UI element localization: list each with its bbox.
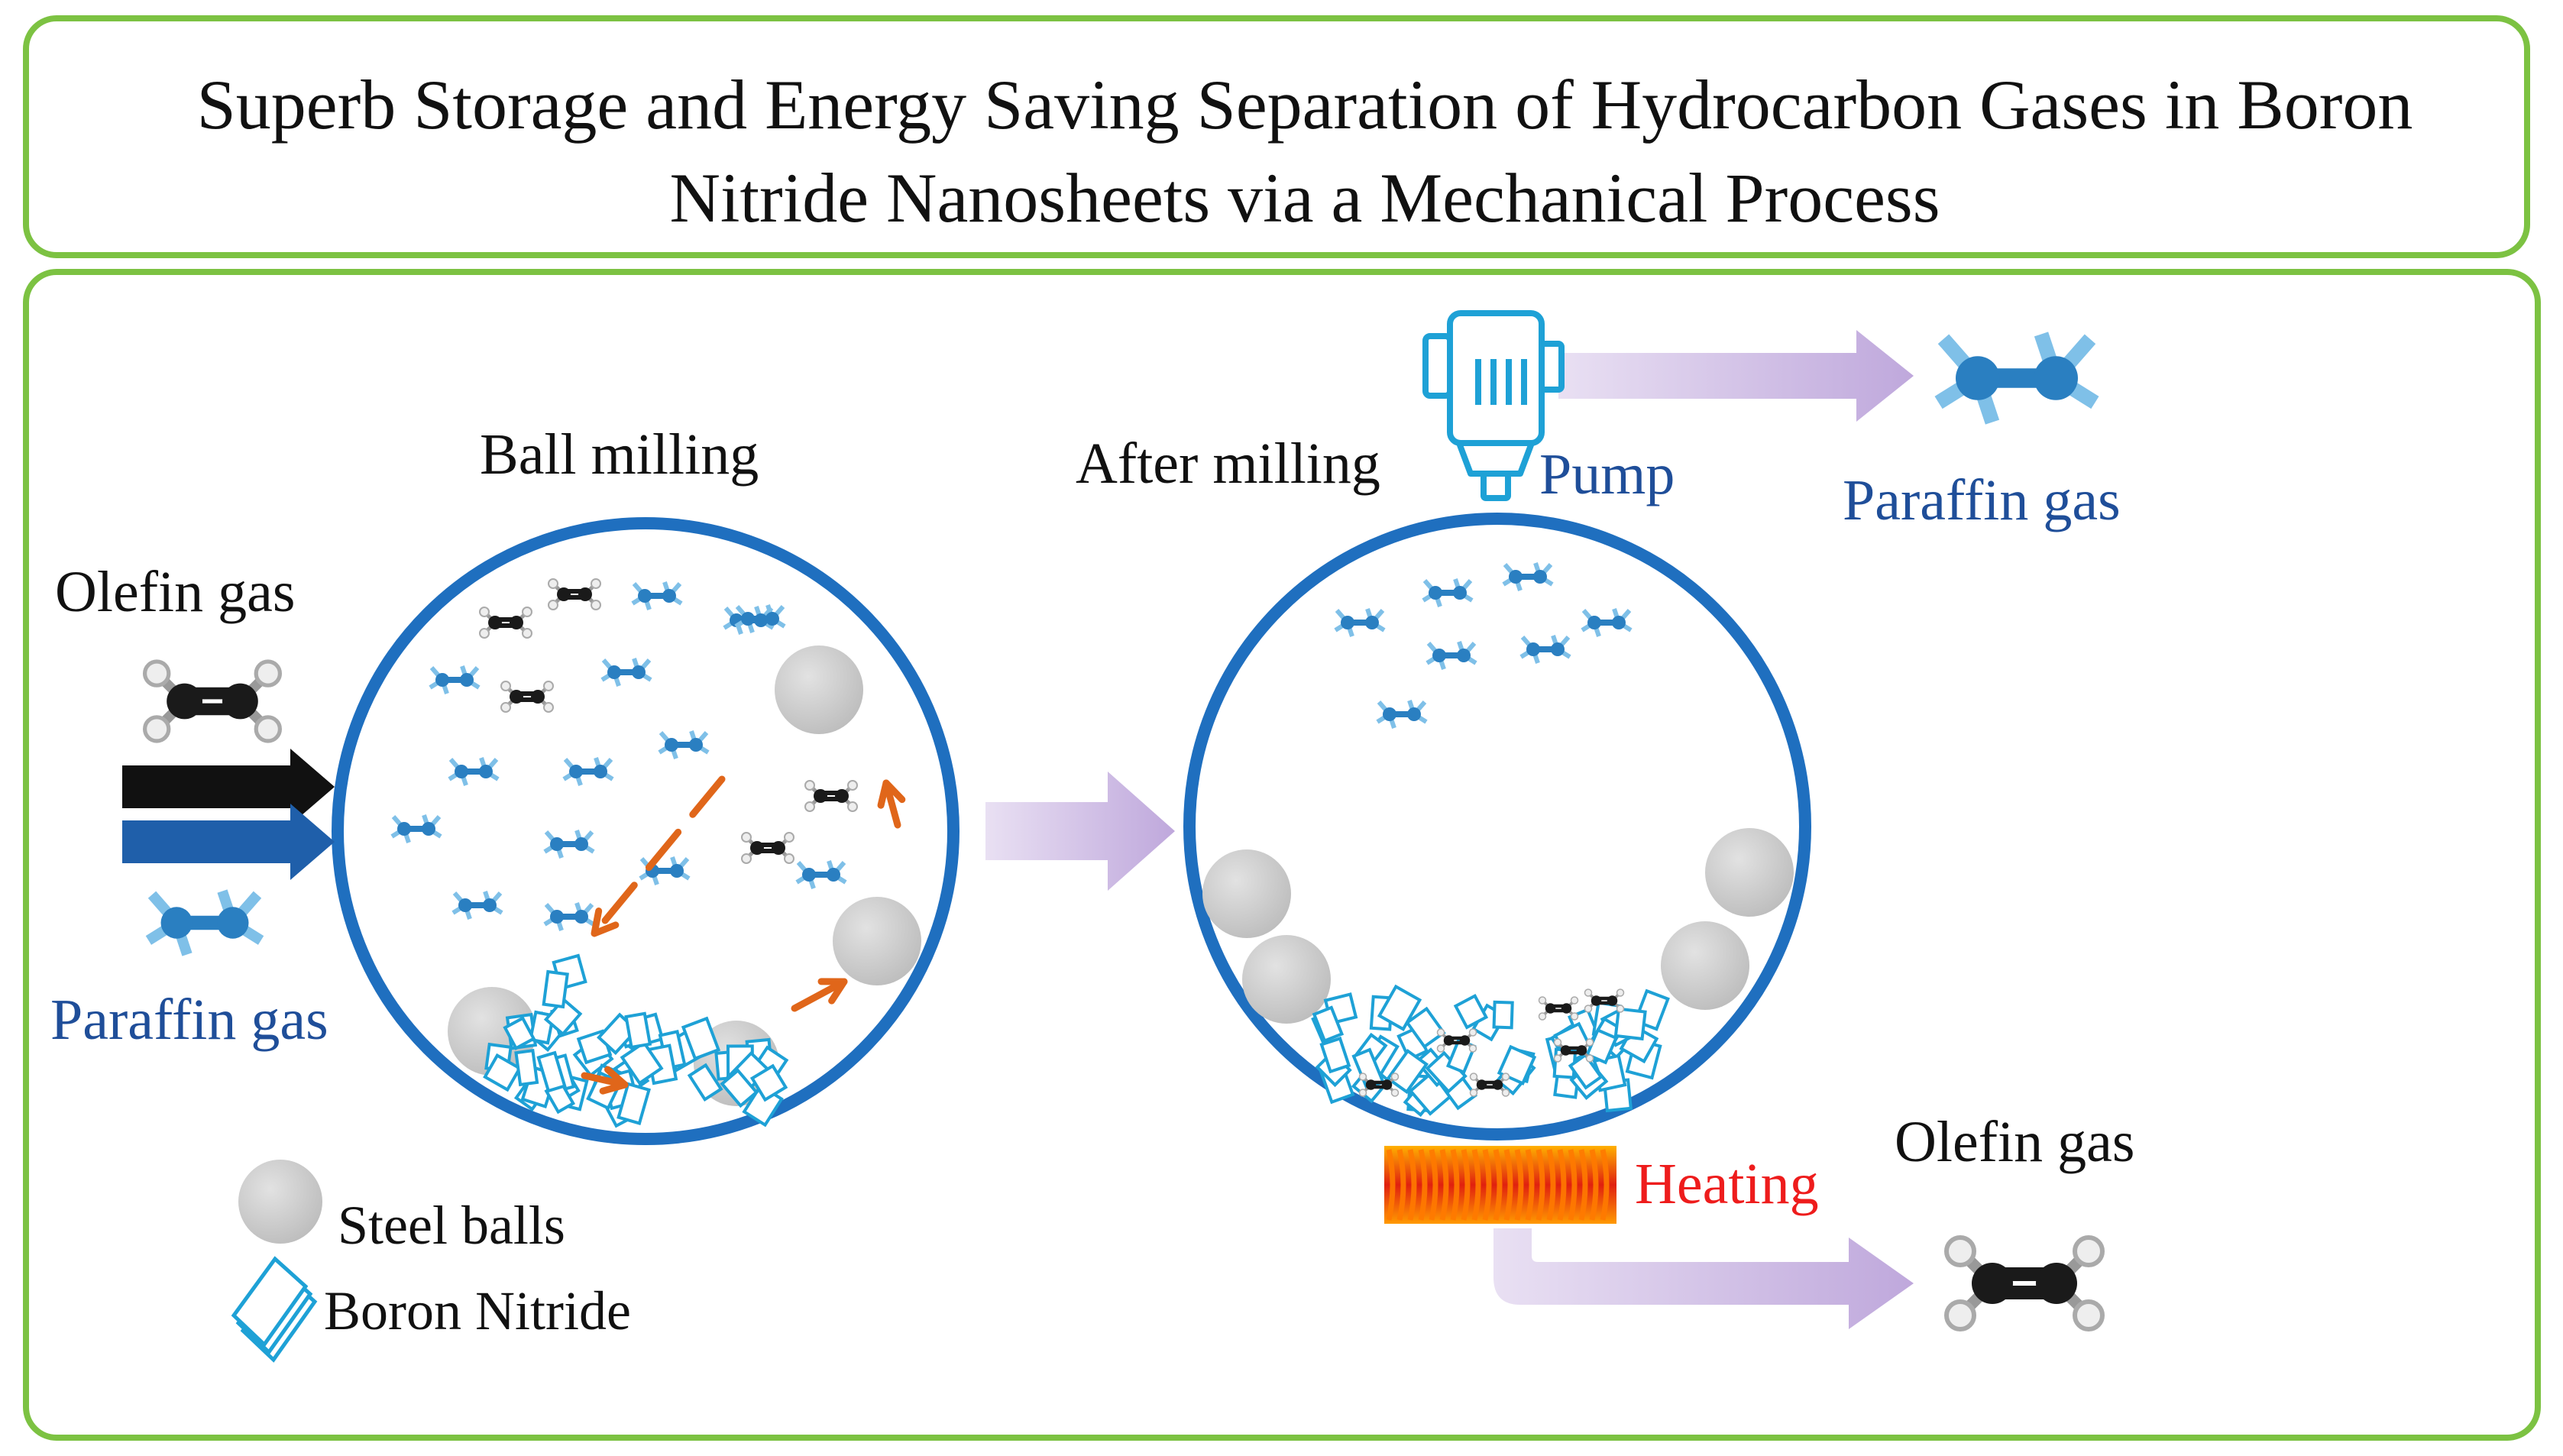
olefin-molecule [1553, 1038, 1594, 1063]
title-line-2: Nitride Nanosheets via a Mechanical Proc… [669, 159, 1940, 237]
boron-nitride-sheet [749, 1063, 788, 1102]
boron-nitride-sheet [483, 1053, 522, 1092]
olefin-molecule [1469, 1073, 1510, 1097]
paraffin-molecule [795, 860, 847, 889]
steel-ball [775, 645, 863, 734]
boron-nitride-sheet [514, 1048, 539, 1087]
olefin-molecule [1358, 1073, 1400, 1097]
paraffin-molecule [390, 814, 442, 843]
pump-label: Pump [1539, 442, 1675, 506]
boron-nitride-sheet [1386, 1048, 1429, 1095]
paraffin-molecule [631, 581, 683, 610]
ball-milling-vessel [332, 517, 960, 1145]
paraffin-molecule [1334, 608, 1386, 637]
paraffin-molecule [1581, 608, 1633, 637]
legend-boron-nitride-icon [231, 1256, 318, 1363]
transfer-arrow [985, 772, 1175, 891]
motion-arrow [591, 775, 726, 937]
paraffin-molecule [600, 658, 652, 687]
boron-nitride-sheet [624, 1011, 652, 1050]
olefin-in-label: Olefin gas [55, 560, 295, 624]
pump-icon [1422, 310, 1565, 501]
boron-nitride-sheet [503, 1016, 536, 1050]
paraffin-molecule [562, 757, 614, 786]
olefin-feed-arrow [122, 749, 335, 825]
title-line-1: Superb Storage and Energy Saving Separat… [196, 66, 2413, 144]
steel-ball [1661, 921, 1749, 1010]
legend-steel-ball-icon [238, 1160, 322, 1244]
title: Superb Storage and Energy Saving Separat… [75, 58, 2535, 244]
paraffin-molecule [639, 856, 691, 885]
boron-nitride-sheet [1568, 1053, 1603, 1090]
paraffin-molecule [448, 757, 500, 786]
paraffin-molecule [1934, 332, 2099, 425]
olefin-molecule [1584, 988, 1625, 1013]
paraffin-molecule [658, 730, 710, 759]
olefin-out-label: Olefin gas [1895, 1110, 2134, 1174]
paraffin-molecule [429, 665, 481, 694]
motion-arrow [877, 779, 906, 829]
boron-nitride-sheet [1613, 1007, 1647, 1041]
steel-ball [833, 897, 921, 985]
paraffin-molecule [543, 830, 595, 859]
olefin-molecule [741, 832, 794, 864]
paraffin-in-label: Paraffin gas [50, 988, 328, 1052]
legend-boron-nitride-label: Boron Nitride [324, 1280, 631, 1341]
after-milling-vessel [1183, 513, 1811, 1141]
diagram-frame [23, 269, 2541, 1441]
after-milling-label: After milling [1076, 432, 1380, 496]
boron-nitride-sheet [536, 1050, 567, 1093]
title-frame: Superb Storage and Energy Saving Separat… [23, 15, 2530, 258]
boron-nitride-sheet [687, 1063, 723, 1102]
boron-nitride-sheet [616, 1082, 651, 1125]
heating-label: Heating [1635, 1152, 1819, 1216]
pump-outflow-arrow [1558, 330, 1914, 422]
legend-steel-balls-label: Steel balls [338, 1195, 565, 1256]
paraffin-molecule [1502, 562, 1554, 591]
boron-nitride-sheet [542, 969, 569, 1009]
olefin-molecule [500, 681, 554, 713]
paraffin-out-label: Paraffin gas [1843, 468, 2121, 532]
paraffin-molecule [1422, 578, 1474, 607]
steel-ball [1202, 849, 1291, 938]
olefin-molecule [548, 578, 601, 610]
olefin-molecule [804, 780, 858, 812]
olefin-molecule [479, 607, 532, 639]
boron-nitride-sheet [1405, 1006, 1446, 1049]
motion-arrow [581, 1066, 629, 1095]
olefin-molecule [1538, 996, 1579, 1021]
boron-nitride-sheet [720, 1068, 759, 1108]
boron-nitride-sheet [620, 1040, 664, 1086]
motion-arrow [791, 978, 848, 1012]
paraffin-molecule [1426, 641, 1477, 670]
olefin-molecule [1944, 1235, 2105, 1331]
boron-nitride-sheet [543, 997, 583, 1037]
heating-outflow-arrow [1493, 1228, 1914, 1329]
paraffin-molecule [543, 902, 595, 931]
paraffin-molecule [734, 604, 786, 633]
paraffin-molecule [145, 889, 264, 956]
heating-element [1384, 1146, 1616, 1224]
olefin-molecule [143, 659, 282, 743]
paraffin-molecule [1519, 635, 1571, 664]
boron-nitride-sheet [1319, 1036, 1351, 1074]
paraffin-molecule [1376, 700, 1428, 729]
paraffin-molecule [451, 891, 503, 920]
paraffin-feed-arrow [122, 804, 335, 880]
boron-nitride-sheet [1453, 993, 1489, 1030]
boron-nitride-sheet [1492, 1000, 1514, 1030]
steel-ball [1242, 935, 1331, 1024]
boron-nitride-sheet [681, 1016, 721, 1061]
steel-ball [448, 987, 536, 1076]
boron-nitride-sheet [1377, 984, 1422, 1031]
olefin-molecule [1436, 1028, 1477, 1053]
boron-nitride-sheet [1312, 1005, 1345, 1043]
steel-ball [1705, 828, 1794, 917]
ball-milling-label: Ball milling [480, 422, 759, 487]
